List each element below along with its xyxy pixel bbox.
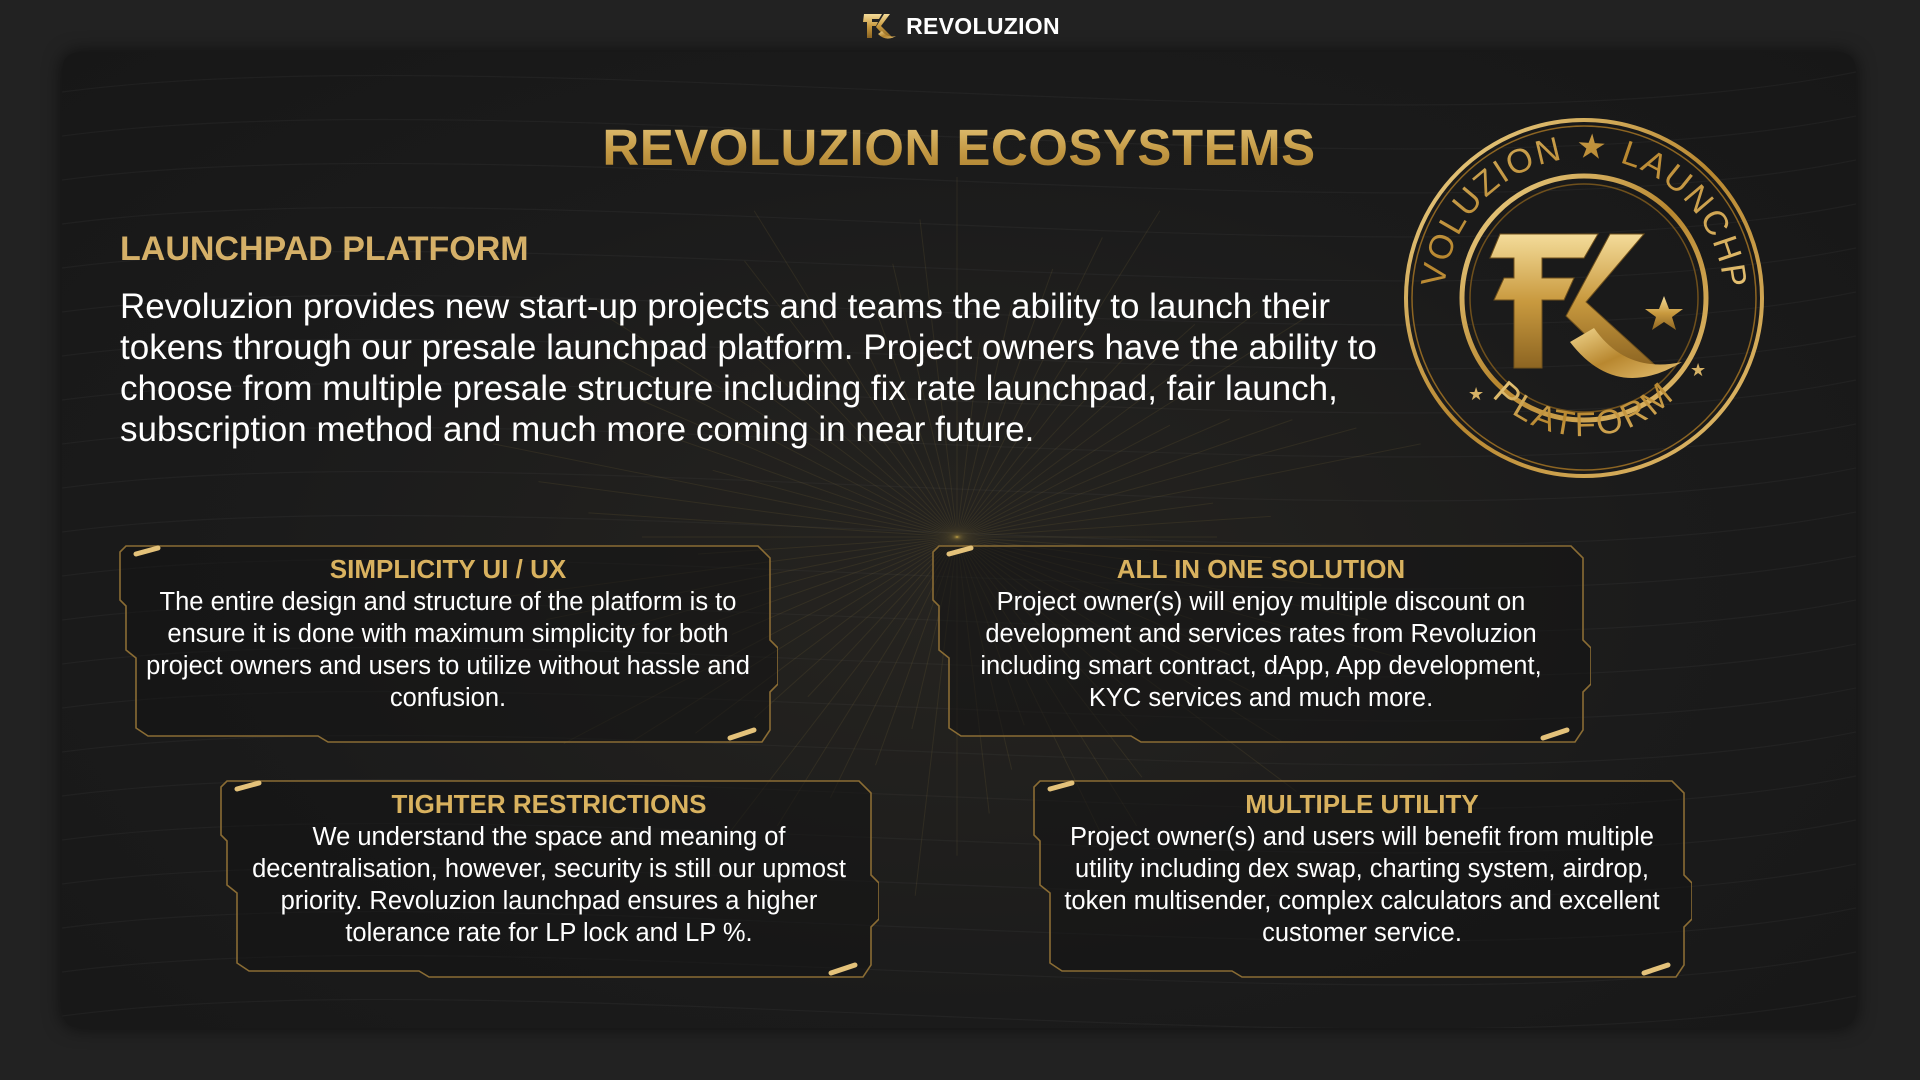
top-bar: REVOLUZION [0,0,1920,52]
revoluzion-logo-icon [863,14,897,39]
brand-name: REVOLUZION [906,12,1060,39]
feature-text: We understand the space and meaning of d… [252,823,846,947]
svg-text:★: ★ [1690,360,1706,380]
intro-paragraph: Revoluzion provides new start-up project… [120,287,1377,449]
feature-card-utility: MULTIPLE UTILITY Project owner(s) and us… [1032,779,1692,979]
feature-title: TIGHTER RESTRICTIONS [391,789,707,819]
launchpad-platform-badge-icon: REVOLUZION ★ LAUNCHPAD PLATFORM ★ ★ [1400,114,1764,478]
badge-bottom-text: PLATFORM [1486,374,1679,445]
feature-text: Project owner(s) will enjoy multiple dis… [980,588,1542,712]
feature-card-simplicity: SIMPLICITY UI / UX The entire design and… [118,544,778,744]
svg-text:PLATFORM: PLATFORM [1486,374,1682,445]
feature-text: The entire design and structure of the p… [146,588,750,712]
feature-title: SIMPLICITY UI / UX [329,554,567,584]
feature-text: Project owner(s) and users will benefit … [1064,823,1660,947]
section-heading: LAUNCHPAD PLATFORM [120,230,529,268]
feature-card-restrictions: TIGHTER RESTRICTIONS We understand the s… [219,779,879,979]
feature-card-all-in-one: ALL IN ONE SOLUTION Project owner(s) wil… [931,544,1591,744]
ecosystem-slide: REVOLUZION ECOSYSTEMS LAUNCHPAD PLATFORM… [62,52,1856,1028]
feature-title: ALL IN ONE SOLUTION [1116,554,1406,584]
slide-title: REVOLUZION ECOSYSTEMS [62,118,1856,177]
svg-text:★: ★ [1468,384,1484,404]
feature-title: MULTIPLE UTILITY [1245,789,1479,819]
